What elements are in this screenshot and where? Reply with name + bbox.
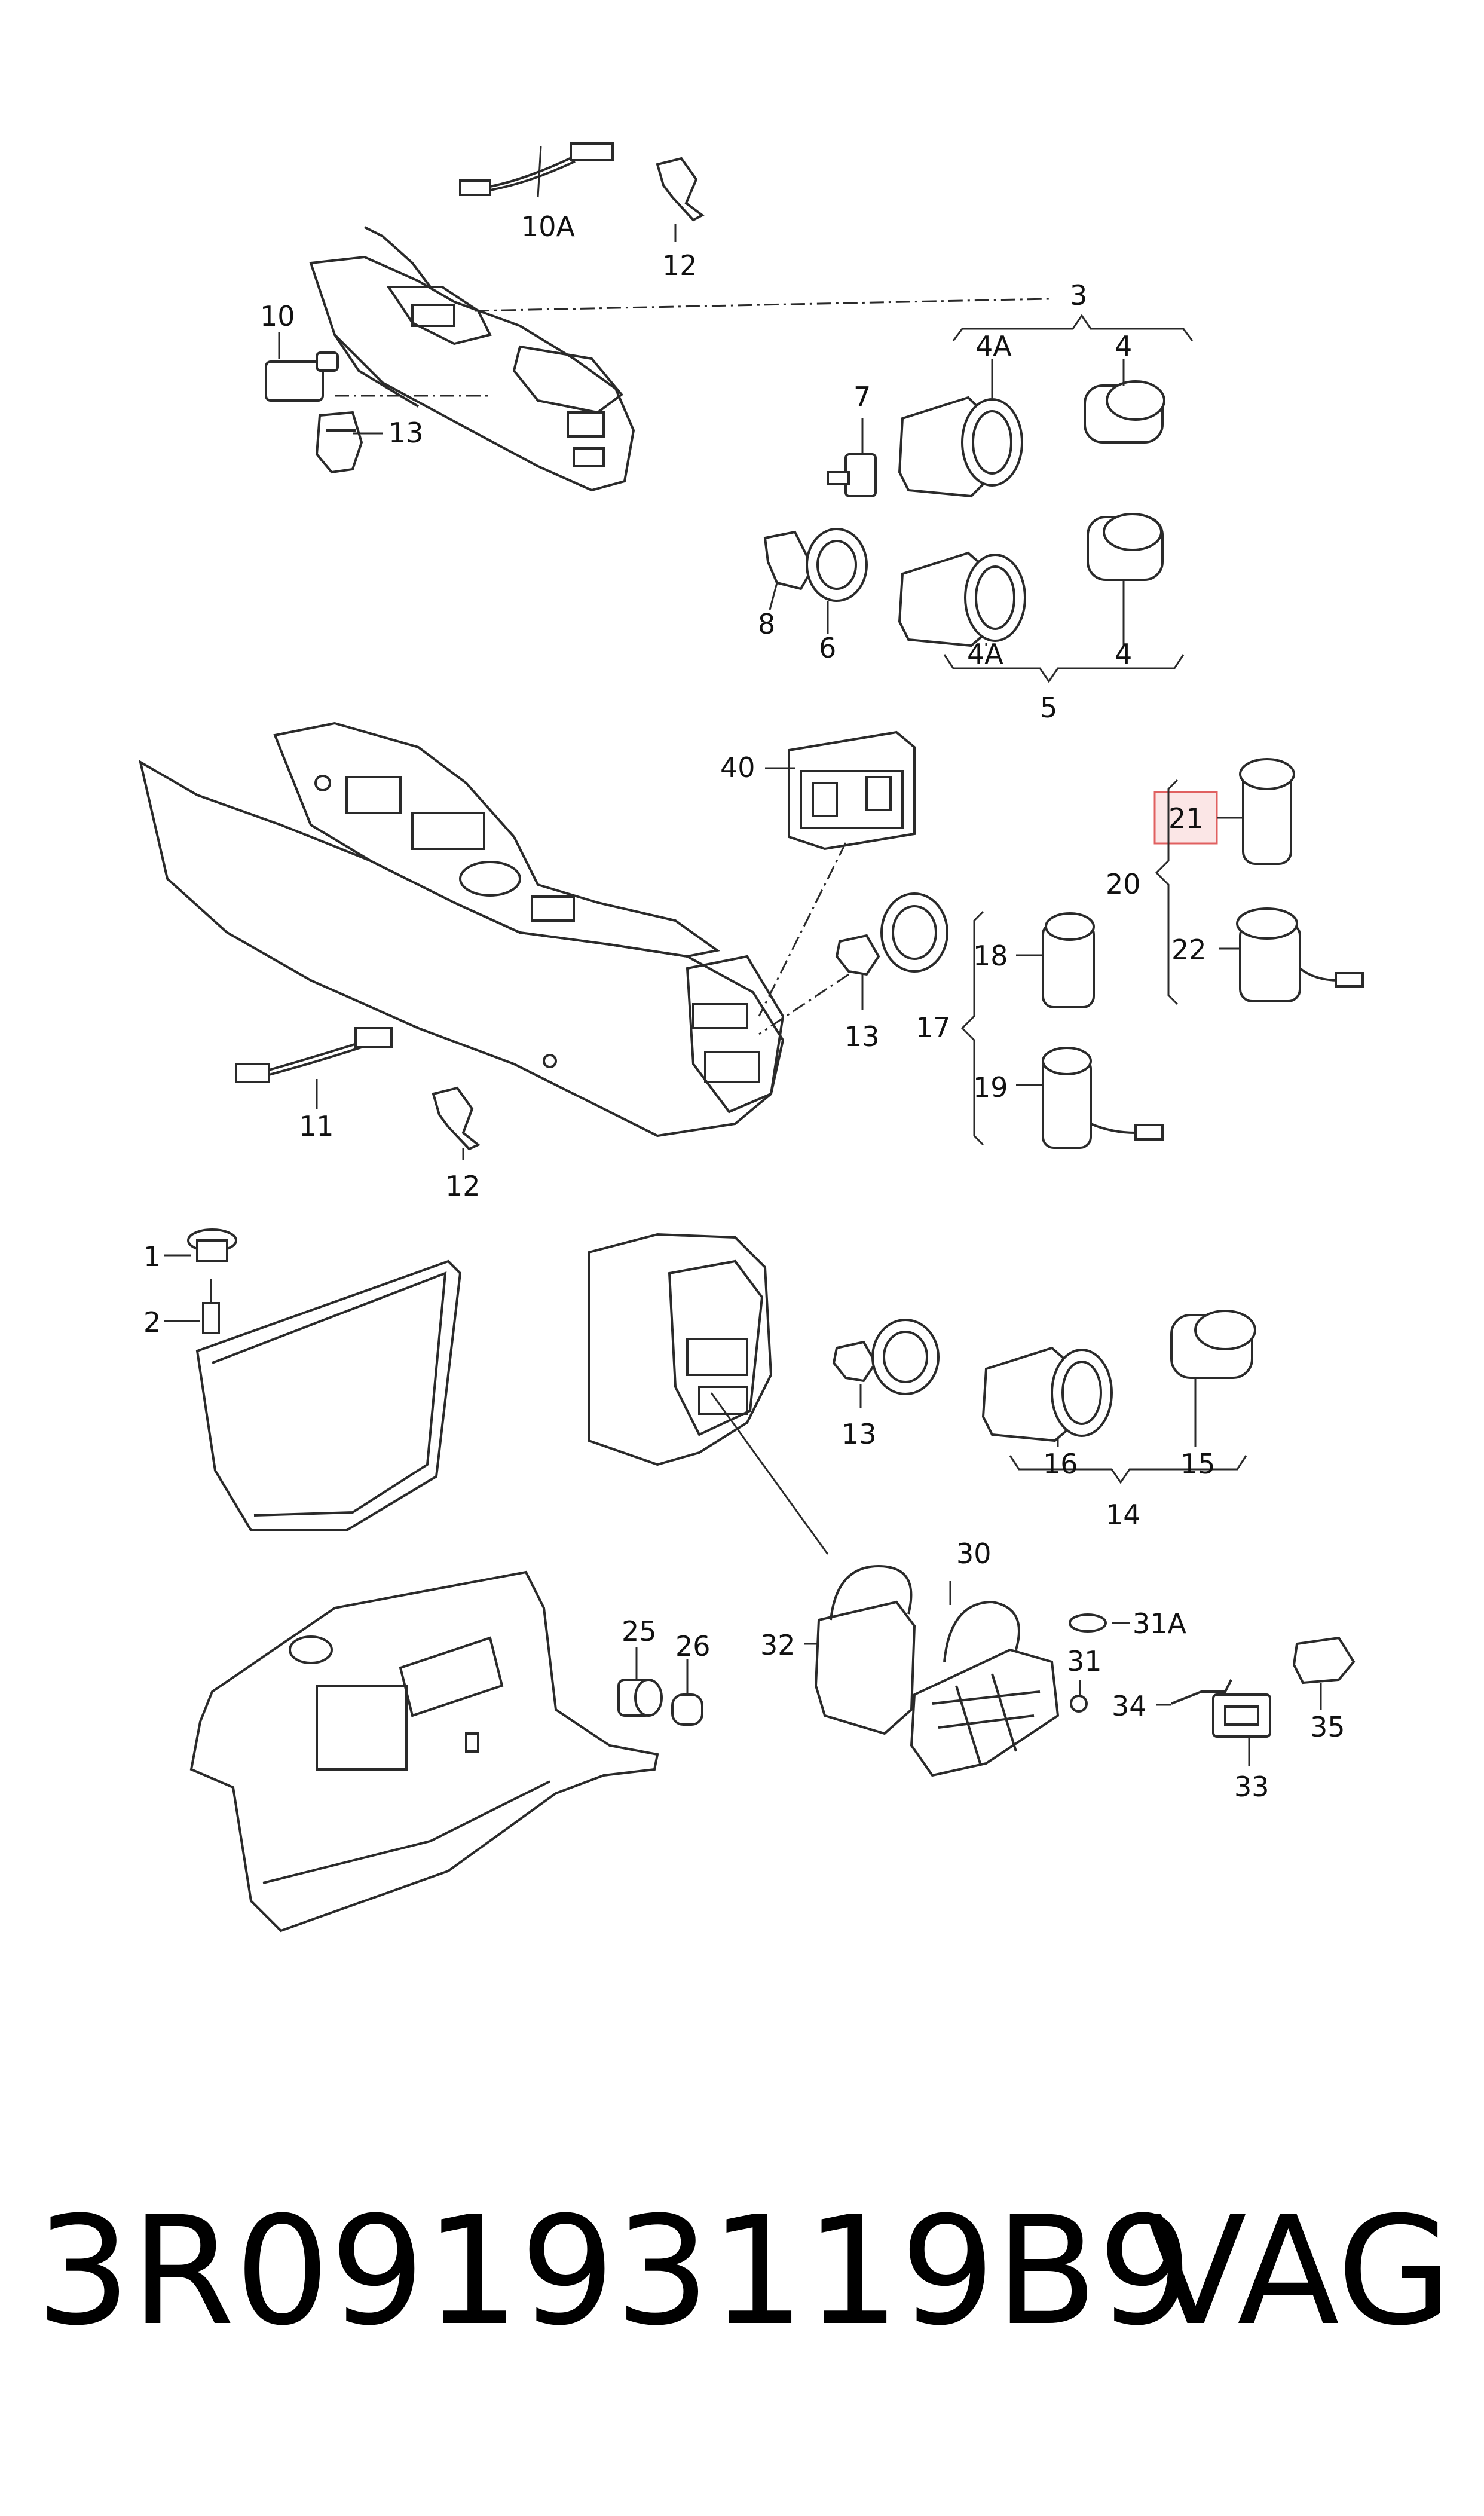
socket-19 (1042, 1047, 1164, 1149)
label-13-top: 13 (388, 417, 424, 449)
label-17: 17 (916, 1011, 951, 1044)
label-7: 7 (853, 381, 871, 413)
socket-13-lower (832, 1319, 940, 1395)
label-18: 18 (973, 940, 1008, 972)
leader-lines-group2 (316, 767, 1243, 1160)
label-4-lower: 4 (1115, 638, 1132, 670)
bracket-8 (763, 530, 815, 591)
label-21: 21 (1168, 802, 1204, 834)
label-31: 31 (1067, 1645, 1102, 1677)
label-3: 3 (1070, 279, 1087, 311)
label-12-top: 12 (662, 249, 697, 282)
label-10A: 10A (521, 210, 576, 243)
switch-10 (265, 351, 339, 402)
label-8: 8 (758, 608, 775, 640)
clip-12-middle (432, 1086, 481, 1151)
label-6: 6 (819, 632, 836, 664)
label-34: 34 (1112, 1690, 1147, 1722)
leader-lines-group3 (164, 1254, 1322, 1766)
clip-12-top (656, 157, 705, 222)
label-15: 15 (1180, 1448, 1216, 1480)
socket-4A-upper (898, 396, 1023, 498)
socket-22 (1236, 907, 1364, 1002)
label-2: 2 (143, 1306, 161, 1338)
label-30: 30 (956, 1537, 992, 1570)
label-11: 11 (299, 1110, 334, 1142)
center-console-middle (139, 722, 785, 1138)
label-26: 26 (675, 1630, 711, 1662)
screw-31 (1070, 1695, 1088, 1713)
label-5: 5 (1040, 692, 1057, 724)
spring-2 (202, 1279, 220, 1334)
label-33: 33 (1234, 1771, 1269, 1803)
socket-16 (981, 1346, 1113, 1442)
lighter-4-lower (1087, 513, 1164, 581)
clip-34 (1171, 1679, 1232, 1705)
label-40: 40 (720, 751, 755, 784)
label-4A-top: 4A (975, 330, 1012, 362)
label-19: 19 (973, 1071, 1008, 1103)
label-25: 25 (622, 1615, 657, 1647)
leader-lines-group1 (278, 146, 1194, 683)
label-1: 1 (143, 1240, 161, 1273)
socket-25 (617, 1679, 663, 1717)
side-trim-panel (189, 1570, 659, 1933)
wiring-harness-11 (235, 1027, 393, 1083)
highlight-box-21 (1153, 791, 1218, 845)
socket-4A-lower (898, 551, 1026, 647)
label-10: 10 (260, 300, 295, 332)
knob-7 (827, 453, 877, 497)
label-16: 16 (1043, 1448, 1078, 1480)
armrest-rear (588, 1233, 773, 1466)
cap-26 (671, 1693, 703, 1726)
label-4-top: 4 (1115, 330, 1132, 362)
label-20: 20 (1106, 868, 1141, 900)
tray-40 (788, 730, 916, 851)
ring-6 (806, 528, 868, 602)
label-4A-lower: 4A (967, 638, 1003, 670)
label-13-middle: 13 (844, 1020, 880, 1053)
lighter-21 (1239, 758, 1295, 865)
label-13-lower: 13 (842, 1418, 877, 1450)
bracket-13-top (315, 411, 363, 474)
lighter-4-upper (1084, 380, 1165, 444)
ashtray-32 (814, 1564, 916, 1735)
label-31A: 31A (1133, 1607, 1187, 1640)
label-32: 32 (760, 1629, 795, 1661)
lighter-15 (1170, 1310, 1256, 1379)
brand-label: VAG (1145, 2184, 1453, 2358)
label-22: 22 (1171, 934, 1207, 966)
washer-31A (1069, 1613, 1107, 1633)
cap-1 (187, 1228, 237, 1262)
label-12-middle: 12 (445, 1170, 481, 1202)
socket-13-middle (835, 892, 948, 976)
switch-33 (1212, 1693, 1271, 1738)
wiring-harness-10A (459, 142, 614, 196)
label-14: 14 (1106, 1499, 1141, 1531)
switch-35 (1292, 1636, 1356, 1685)
part-number: 3R09193119B9 (36, 2184, 1193, 2358)
lighter-18 (1042, 912, 1095, 1008)
pocket-panel (195, 1259, 462, 1531)
ashtray-housing-30 (910, 1600, 1060, 1777)
label-35: 35 (1310, 1711, 1345, 1743)
